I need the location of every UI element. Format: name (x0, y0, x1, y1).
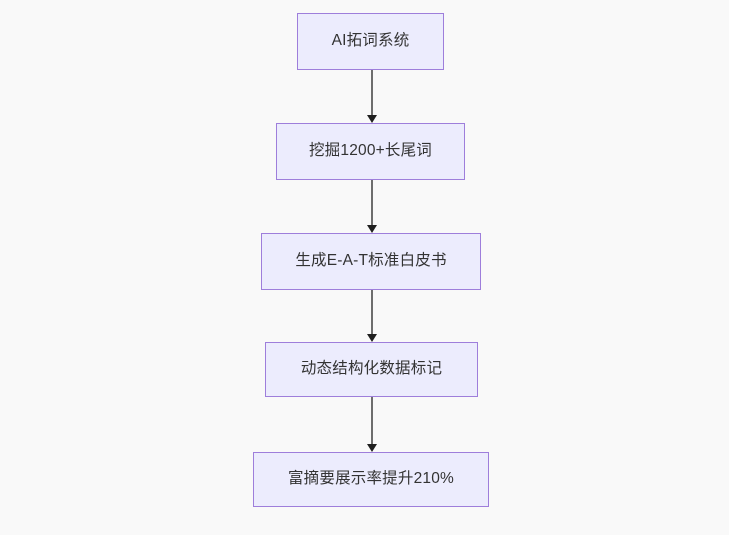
flow-connector (366, 70, 377, 123)
flow-node-label: 富摘要展示率提升210% (287, 470, 455, 488)
flow-node-label: 动态结构化数据标记 (300, 360, 443, 378)
flow-node-n3[interactable]: 生成E-A-T标准白皮书 (261, 233, 481, 290)
arrowhead-down-icon (366, 225, 377, 233)
flow-node-label: AI拓词系统 (331, 32, 410, 50)
flow-connector (366, 180, 377, 233)
arrowhead-down-icon (366, 115, 377, 123)
connector-line (371, 180, 373, 226)
arrowhead-down-icon (366, 444, 377, 452)
flow-node-n2[interactable]: 挖掘1200+长尾词 (276, 123, 465, 180)
connector-line (371, 290, 373, 335)
flow-node-n5[interactable]: 富摘要展示率提升210% (253, 452, 489, 507)
arrowhead-down-icon (366, 334, 377, 342)
flow-node-n4[interactable]: 动态结构化数据标记 (265, 342, 478, 397)
connector-line (371, 397, 373, 445)
flow-connector (366, 397, 377, 452)
connector-line (371, 70, 373, 116)
flow-node-label: 挖掘1200+长尾词 (308, 142, 433, 160)
flow-node-n1[interactable]: AI拓词系统 (297, 13, 444, 70)
flow-node-label: 生成E-A-T标准白皮书 (295, 252, 447, 270)
flow-connector (366, 290, 377, 342)
